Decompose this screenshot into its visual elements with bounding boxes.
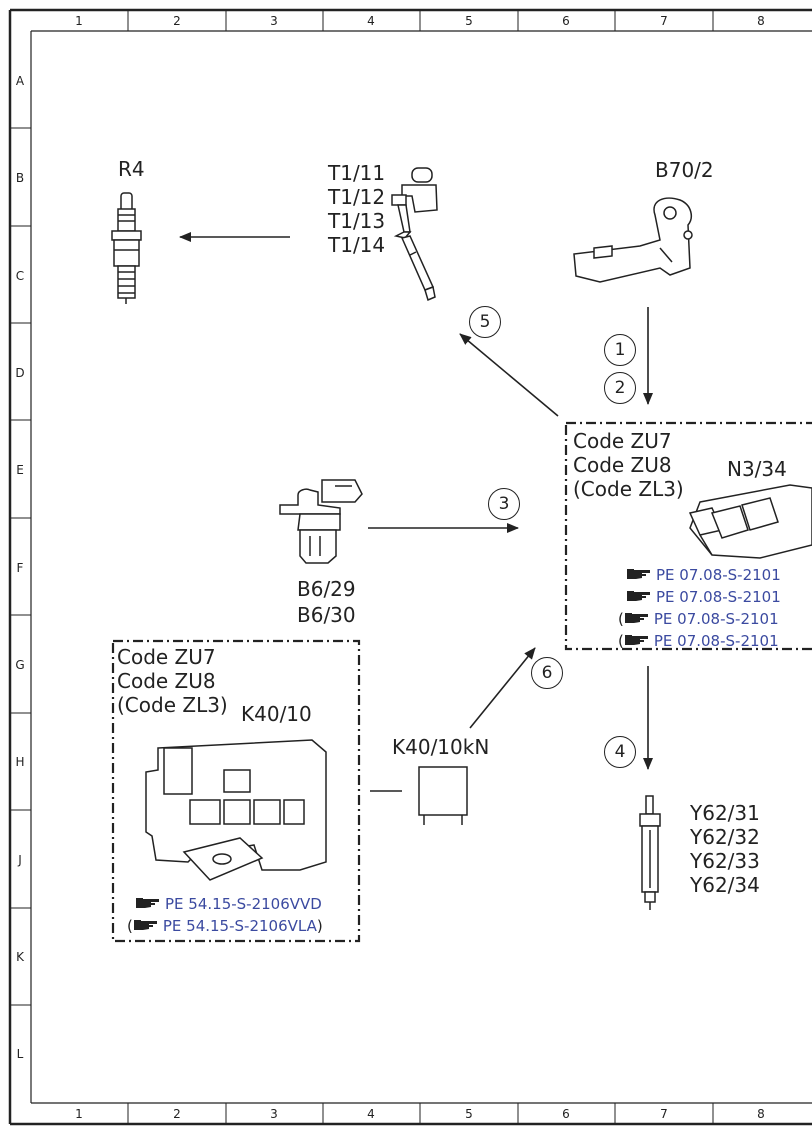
k40-10-code-box <box>111 639 361 943</box>
label-k40-10kn: K40/10kN <box>392 735 490 759</box>
label-t1-11: T1/11 <box>328 161 386 185</box>
n3-code-zu7: Code ZU7 <box>573 429 672 453</box>
n3-ref-link-1[interactable]: PE 07.08-S-2101 <box>618 564 808 586</box>
label-group-t1: T1/11 T1/12 T1/13 T1/14 <box>328 161 385 257</box>
n3-reference-list: PE 07.08-S-2101 PE 07.08-S-2101 ( PE 07.0… <box>618 564 808 652</box>
label-t1-14: T1/14 <box>328 233 386 257</box>
grid-row-k: K <box>16 950 25 964</box>
n3-ref-text-3: PE 07.08-S-2101 <box>653 610 779 628</box>
label-b70-2: B70/2 <box>655 158 714 182</box>
grid-col-6-bottom: 6 <box>562 1107 570 1121</box>
k40-ref-text-1: PE 54.15-S-2106VVD <box>165 895 322 913</box>
crankshaft-sensor-icon <box>573 197 693 283</box>
label-y62-32: Y62/32 <box>690 825 760 849</box>
arrow-k40-to-n3 <box>469 647 536 729</box>
arrow-n3-to-t1 <box>459 333 559 417</box>
fuel-injector-icon <box>639 795 661 910</box>
k40-code-zl3: (Code ZL3) <box>117 693 228 717</box>
label-k40-10: K40/10 <box>241 702 312 726</box>
grid-col-2-bottom: 2 <box>173 1107 181 1121</box>
pointing-hand-icon <box>627 569 650 579</box>
grid-col-5: 5 <box>465 14 473 28</box>
k40-ref-link-2[interactable]: ( PE 54.15-S-2106VLA) <box>127 915 323 937</box>
pointing-hand-icon <box>624 635 648 645</box>
grid-col-8-bottom: 8 <box>757 1107 765 1121</box>
grid-col-3-bottom: 3 <box>270 1107 278 1121</box>
k40-code-list: Code ZU7 Code ZU8 (Code ZL3) <box>117 645 228 717</box>
label-group-y62: Y62/31 Y62/32 Y62/33 Y62/34 <box>690 801 760 897</box>
n3-34-code-box <box>564 421 812 651</box>
label-r4: R4 <box>118 157 145 181</box>
spark-plug-icon <box>111 192 142 304</box>
pointing-hand-icon <box>133 920 157 930</box>
grid-row-g: G <box>15 658 24 672</box>
n3-ref-paren-4: ( <box>618 632 624 650</box>
n3-ref-link-4[interactable]: ( PE 07.08-S-2101 <box>618 630 808 652</box>
grid-col-4-bottom: 4 <box>367 1107 375 1121</box>
grid-col-7-bottom: 7 <box>660 1107 668 1121</box>
label-group-b6: B6/29 B6/30 <box>297 576 356 628</box>
grid-col-2: 2 <box>173 14 181 28</box>
label-b6-30: B6/30 <box>297 603 356 627</box>
grid-col-8: 8 <box>757 14 765 28</box>
label-n3-34: N3/34 <box>727 457 787 481</box>
n3-ref-text-2: PE 07.08-S-2101 <box>656 588 781 606</box>
k40-ref-link-1[interactable]: PE 54.15-S-2106VVD <box>127 893 323 915</box>
n3-ref-link-2[interactable]: PE 07.08-S-2101 <box>618 586 808 608</box>
pointing-hand-icon <box>136 898 159 908</box>
grid-row-f: F <box>17 561 24 575</box>
k40-code-zu7: Code ZU7 <box>117 645 216 669</box>
grid-col-7: 7 <box>660 14 668 28</box>
k40-ref-text-2: PE 54.15-S-2106VLA <box>162 917 317 935</box>
n3-code-list: Code ZU7 Code ZU8 (Code ZL3) <box>573 429 684 501</box>
camshaft-sensor-icon <box>279 479 363 564</box>
step-marker-5: 5 <box>469 306 501 338</box>
grid-col-1-bottom: 1 <box>75 1107 83 1121</box>
grid-row-c: C <box>16 269 24 283</box>
n3-ref-text-1: PE 07.08-S-2101 <box>656 566 781 584</box>
label-b6-29: B6/29 <box>297 577 356 601</box>
grid-col-4: 4 <box>367 14 375 28</box>
step-marker-4: 4 <box>604 736 636 768</box>
k40-code-zu8: Code ZU8 <box>117 669 216 693</box>
grid-col-6: 6 <box>562 14 570 28</box>
n3-ref-paren-3: ( <box>618 610 624 628</box>
label-y62-34: Y62/34 <box>690 873 760 897</box>
grid-row-l: L <box>17 1047 24 1061</box>
ignition-coil-icon <box>391 167 438 302</box>
grid-row-a: A <box>16 74 25 88</box>
k40-reference-list: PE 54.15-S-2106VVD ( PE 54.15-S-2106VLA) <box>127 893 323 937</box>
pointing-hand-icon <box>624 613 648 623</box>
n3-ref-link-3[interactable]: ( PE 07.08-S-2101 <box>618 608 808 630</box>
grid-row-e: E <box>16 463 24 477</box>
n3-ref-text-4: PE 07.08-S-2101 <box>653 632 779 650</box>
step-marker-6: 6 <box>531 657 563 689</box>
grid-row-h: H <box>15 755 24 769</box>
label-y62-31: Y62/31 <box>690 801 760 825</box>
pointing-hand-icon <box>627 591 650 601</box>
step-marker-1: 1 <box>604 334 636 366</box>
label-t1-12: T1/12 <box>328 185 386 209</box>
fuse-box-icon <box>145 739 327 881</box>
fuse-icon <box>418 766 468 825</box>
grid-col-1: 1 <box>75 14 83 28</box>
k40-ref-paren-close: ) <box>316 917 323 935</box>
n3-code-zu8: Code ZU8 <box>573 453 672 477</box>
grid-row-b: B <box>16 171 24 185</box>
n3-code-zl3: (Code ZL3) <box>573 477 684 501</box>
grid-row-j: J <box>17 853 22 867</box>
label-t1-13: T1/13 <box>328 209 386 233</box>
grid-col-3: 3 <box>270 14 278 28</box>
grid-row-d: D <box>15 366 24 380</box>
ecu-icon <box>688 484 812 559</box>
label-y62-33: Y62/33 <box>690 849 760 873</box>
k40-ref-paren-open: ( <box>127 917 133 935</box>
step-marker-2: 2 <box>604 372 636 404</box>
grid-col-5-bottom: 5 <box>465 1107 473 1121</box>
step-marker-3: 3 <box>488 488 520 520</box>
